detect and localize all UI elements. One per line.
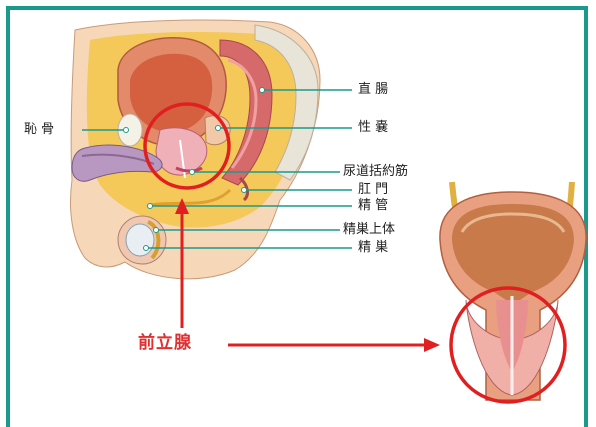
label-vas-deferens: 精 管 (358, 198, 388, 214)
label-seminal-vesicle: 性 嚢 (358, 120, 388, 136)
sagittal-section (71, 20, 320, 279)
label-pubic-bone: 恥 骨 (24, 122, 54, 138)
label-rectum: 直 腸 (358, 82, 388, 98)
label-prostate: 前立腺 (138, 333, 192, 353)
frontal-section (440, 182, 586, 400)
arrow-right-head (424, 338, 440, 352)
label-urethral-sphincter: 尿道括約筋 (343, 164, 408, 180)
label-testis: 精 巣 (358, 240, 388, 256)
label-anus: 肛 門 (358, 182, 388, 198)
label-epididymis: 精巣上体 (343, 222, 395, 238)
